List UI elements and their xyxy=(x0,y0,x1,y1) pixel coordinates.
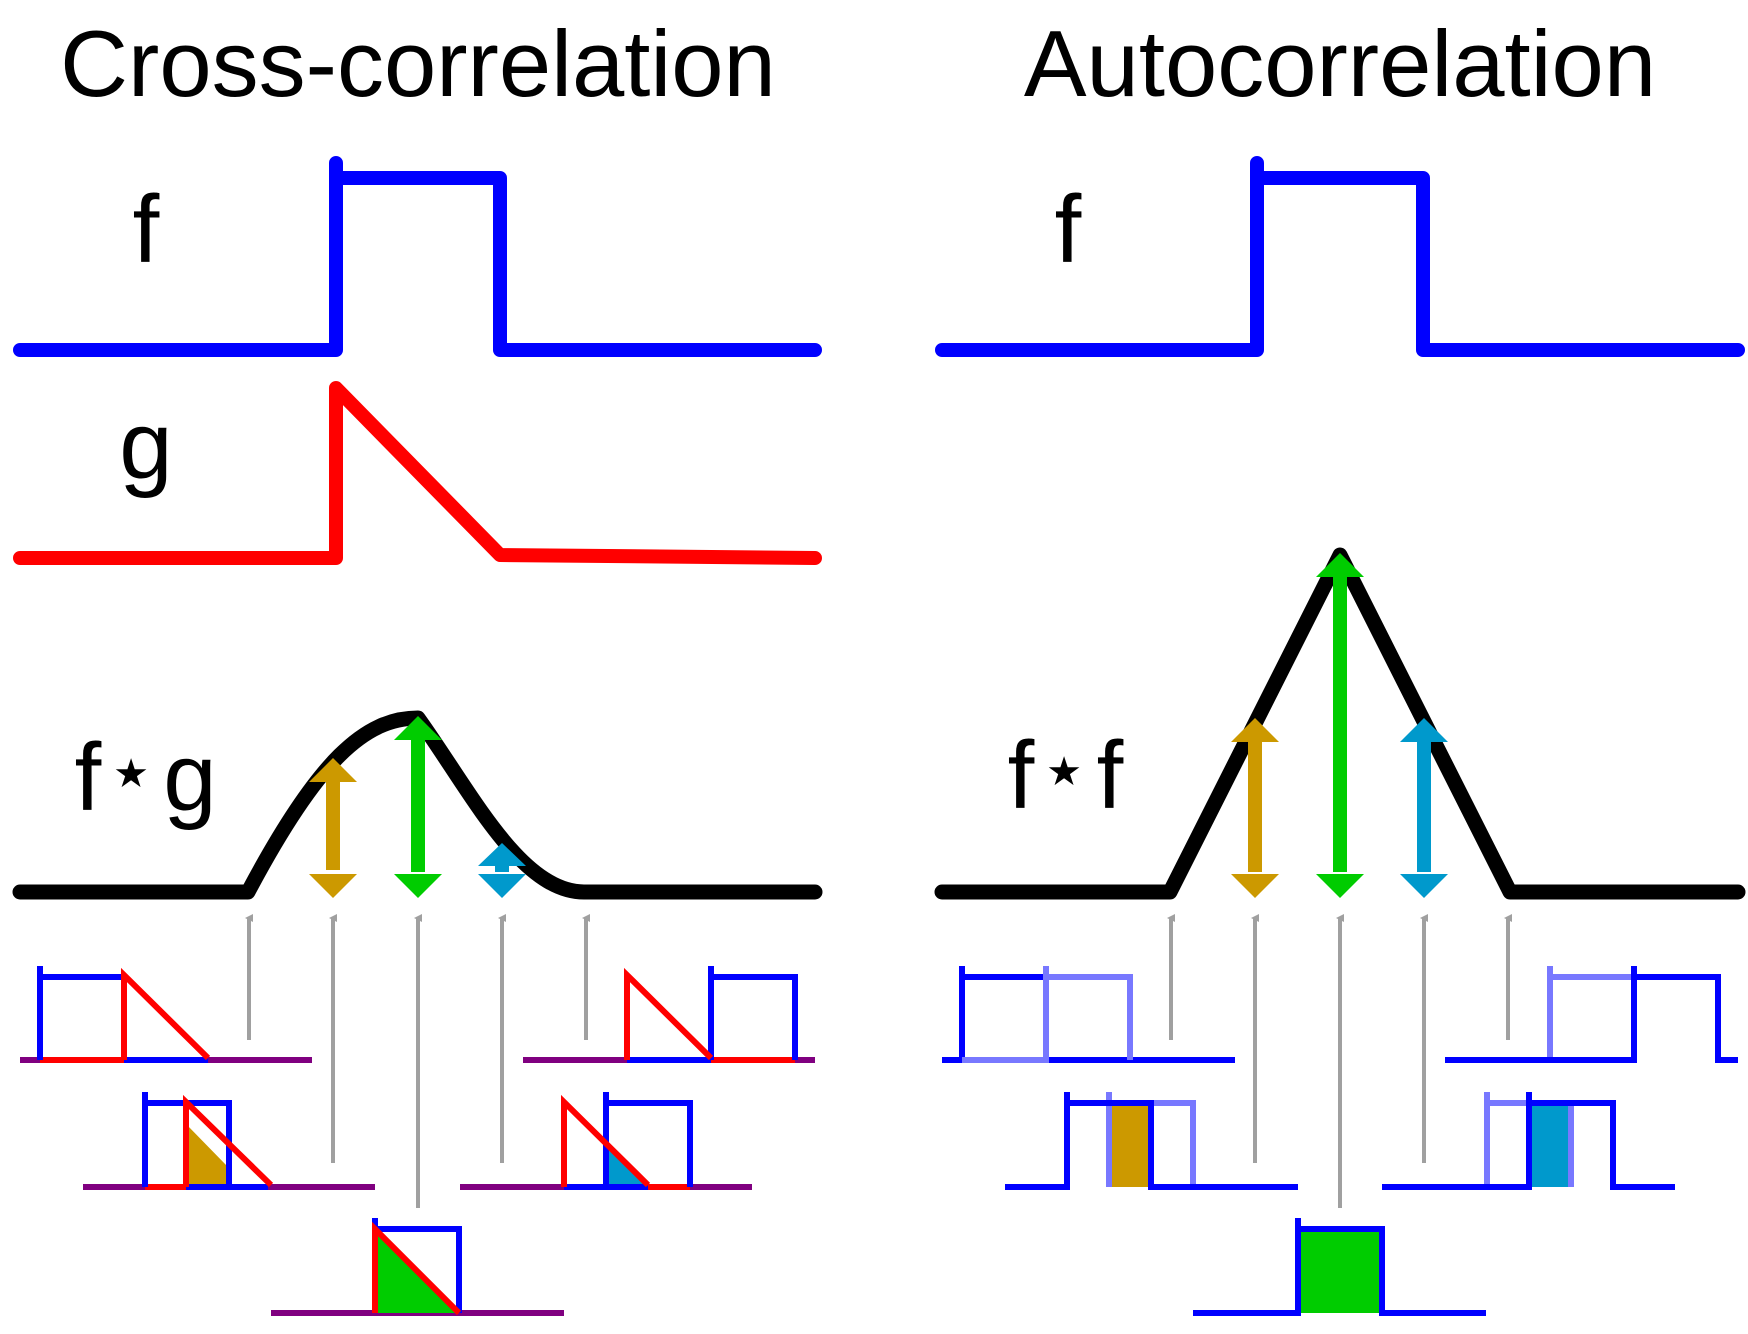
star-operator-icon: ★ xyxy=(1046,749,1082,795)
overlap-snapshot-2 xyxy=(83,1092,375,1190)
green-value-arrow xyxy=(1316,553,1364,898)
overlap-snapshot-4 xyxy=(1382,1092,1675,1190)
pointer-arrows xyxy=(1167,914,1512,1208)
cross-correlation-result-label: f ★ g xyxy=(75,724,217,831)
cross-correlation-title: Cross-correlation xyxy=(60,11,776,116)
f-signal-curve xyxy=(935,156,1745,357)
result-label-left: f xyxy=(1008,722,1035,829)
result-label-right: g xyxy=(163,724,216,831)
orange-value-arrow xyxy=(1231,718,1279,898)
green-value-arrow xyxy=(394,716,442,898)
star-operator-icon: ★ xyxy=(113,751,149,797)
cross-correlation-panel: Cross-correlation f g f ★ g xyxy=(12,11,823,1316)
cyan-value-arrow xyxy=(478,843,526,898)
pointer-arrows xyxy=(245,914,590,1208)
overlap-snapshot-5 xyxy=(523,966,815,1063)
cyan-value-arrow xyxy=(1400,718,1448,898)
f-signal-label: f xyxy=(1055,176,1082,283)
overlap-snapshot-4 xyxy=(460,1092,752,1190)
g-signal-curve xyxy=(13,381,822,565)
f-signal-label: f xyxy=(133,176,160,283)
f-signal-curve xyxy=(13,156,822,357)
autocorrelation-panel: Autocorrelation f f ★ f xyxy=(934,11,1746,1316)
orange-value-arrow xyxy=(309,758,357,898)
overlap-snapshot-1 xyxy=(942,966,1235,1063)
overlap-snapshot-1 xyxy=(20,966,312,1063)
overlap-snapshot-5 xyxy=(1445,966,1738,1063)
result-label-right: f xyxy=(1097,722,1124,829)
overlap-snapshot-3 xyxy=(271,1218,564,1316)
autocorrelation-title: Autocorrelation xyxy=(1024,11,1656,116)
g-signal-label: g xyxy=(119,392,172,499)
autocorrelation-result-label: f ★ f xyxy=(1008,722,1124,829)
overlap-snapshot-2 xyxy=(1005,1092,1298,1190)
result-label-left: f xyxy=(75,724,102,831)
overlap-snapshot-3 xyxy=(1193,1218,1486,1316)
